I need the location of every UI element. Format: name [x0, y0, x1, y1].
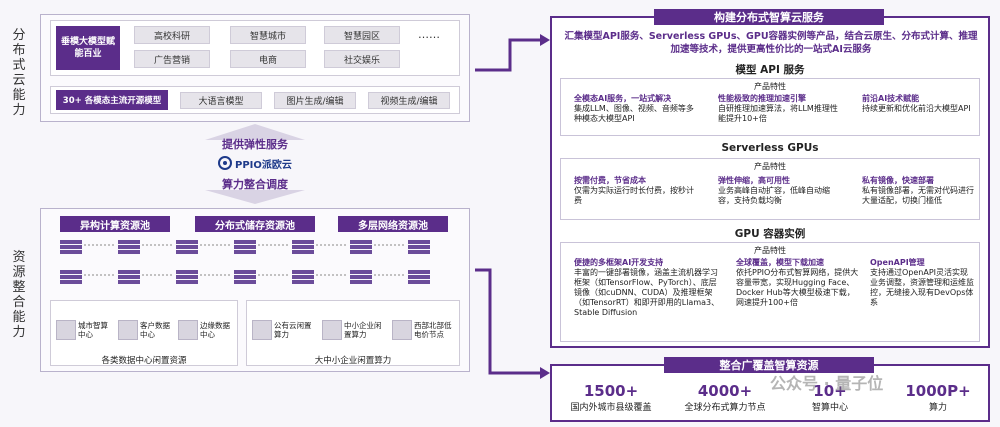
dc-item-customer: 客户数据中心 [118, 318, 176, 342]
industry-item: 社交娱乐 [324, 50, 400, 68]
cloud-server-icon [252, 320, 272, 340]
stat-item: 10+智算中心 [811, 382, 848, 413]
sme-caption: 大中小企业闲置算力 [314, 356, 392, 366]
coverage-panel [550, 364, 990, 422]
building-icon [56, 320, 76, 340]
connector-arrows [475, 34, 550, 379]
pool-header: 分布式储存资源池 [195, 216, 315, 232]
server-icon [176, 270, 198, 284]
industry-item: 电商 [230, 50, 306, 68]
feature-item: 前沿AI技术赋能持续更新和优化前沿大模型API [862, 94, 971, 113]
server-icon [292, 270, 314, 284]
section-title: 模型 API 服务 [735, 64, 805, 76]
feature-item: 弹性伸缩，高可用性业务高峰自动扩容，低峰自动缩容，支持负载均衡 [718, 176, 830, 205]
server-icon [60, 270, 82, 284]
feature-item: 全模态AI服务，一站式解决集成LLM、图像、视频、音频等多种模态大模型API [574, 94, 694, 123]
model-item: 图片生成/编辑 [274, 92, 356, 109]
model-item: 视频生成/编辑 [368, 92, 450, 109]
server-icon [234, 270, 256, 284]
industry-item: 智慧园区 [324, 26, 400, 44]
industry-item: 智慧城市 [230, 26, 306, 44]
server-icon [176, 240, 198, 254]
industry-ellipsis: …… [418, 28, 440, 41]
section-title: Serverless GPUs [721, 142, 819, 154]
industry-item: 广告营销 [134, 50, 210, 68]
feature-subtitle: 产品特性 [754, 162, 786, 171]
feature-item: 便捷的多框架AI开发支持丰富的一键部署镜像，涵盖主流机器学习框架（如Tensor… [574, 258, 720, 317]
feature-item: 性能极致的推理加速引擎自研推理加速算法，将LLM推理性能提升10+倍 [718, 94, 838, 123]
label-distributed-cloud: 分布式云能力 [12, 28, 26, 118]
sme-item-cloud: 公有云闲置算力 [252, 318, 318, 342]
server-icon [408, 270, 430, 284]
service-intro: 汇集模型API服务、Serverless GPUs、GPU容器实例等产品，结合云… [564, 31, 978, 55]
ppio-brand: PPIO派欧云 [218, 154, 298, 172]
compute-scheduling-label: 算力整合调度 [222, 178, 288, 191]
feature-box-gpu [560, 242, 980, 342]
enterprise-server-icon [322, 320, 342, 340]
feature-item: 按需付费，节省成本仅需为实际运行时长付费，按秒计费 [574, 176, 694, 205]
dc-item-edge: 边缘数据中心 [178, 318, 236, 342]
power-node-icon [392, 320, 412, 340]
model-box: 30+ 各模态主流开源模型 [56, 90, 168, 110]
feature-box-serverless [560, 158, 980, 220]
feature-box-api [560, 78, 980, 136]
server-rack-icon [118, 320, 138, 340]
server-icon [408, 240, 430, 254]
section-title: GPU 容器实例 [734, 228, 806, 240]
dc-caption: 各类数据中心闲置资源 [101, 356, 187, 366]
sme-group [246, 300, 460, 366]
up-arrow-icon [205, 124, 305, 140]
label-resource-integration: 资源整合能力 [12, 250, 26, 340]
pool-header: 多层网络资源池 [338, 216, 448, 232]
industry-item: 高校科研 [134, 26, 210, 44]
sme-item-west: 西部北部低电价节点 [392, 318, 458, 342]
stat-item: 1000P+算力 [905, 382, 971, 413]
server-icon [60, 240, 82, 254]
datacenter-group [50, 300, 238, 366]
feature-item: 全球覆盖，模型下载加速依托PPIO分布式智算网络，提供大容量带宽，实现Huggi… [736, 258, 859, 307]
elastic-service-label: 提供弹性服务 [222, 138, 288, 151]
dc-item-city: 城市智算中心 [56, 318, 114, 342]
feature-subtitle: 产品特性 [754, 82, 786, 91]
feature-subtitle: 产品特性 [754, 246, 786, 255]
industry-box: 垂模大模型赋能百业 [56, 26, 120, 70]
coverage-title: 整合广覆盖智算资源 [664, 357, 874, 373]
edge-server-icon [178, 320, 198, 340]
stat-item: 1500+国内外城市县级覆盖 [570, 382, 652, 413]
feature-item: 私有镜像，快速部署私有镜像部署，无需对代码进行大量适配，切换门槛低 [862, 176, 974, 205]
server-icon [292, 240, 314, 254]
model-item: 大语言模型 [180, 92, 262, 109]
pool-header: 异构计算资源池 [60, 216, 170, 232]
server-icon [118, 240, 140, 254]
server-icon [234, 240, 256, 254]
down-arrow-icon [205, 190, 305, 204]
watermark: 公众号 · 量子位 [770, 374, 884, 393]
server-icon [350, 240, 372, 254]
ppio-logo-icon [218, 156, 232, 170]
server-icon [118, 270, 140, 284]
service-title: 构建分布式智算云服务 [654, 9, 884, 25]
feature-item: OpenAPI管理支持通过OpenAPI灵活实现业务调整，资源管理和运维监控，无… [870, 258, 974, 307]
sme-item-enterprise: 中小企业闲置算力 [322, 318, 388, 342]
stat-item: 4000+全球分布式算力节点 [684, 382, 766, 413]
server-icon [350, 270, 372, 284]
server-chain [60, 240, 430, 284]
